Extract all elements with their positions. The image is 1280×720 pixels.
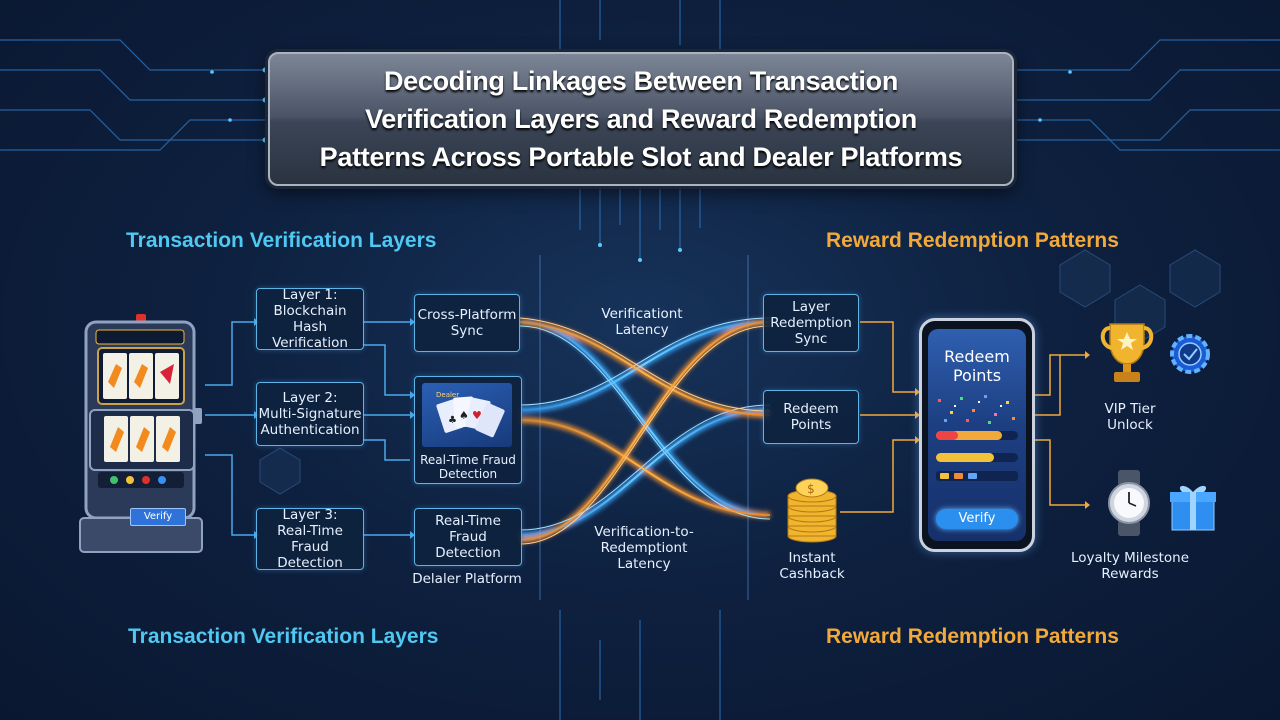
redemption-latency-line-2: Redemptiont bbox=[600, 540, 688, 556]
redeem-points-line-2: Points bbox=[790, 417, 832, 433]
dealer-card-panel: ♠ ♥ ♣ Dealer Real-Time Fraud Detection bbox=[414, 376, 522, 484]
vip-tier-line-2: Unlock bbox=[1107, 417, 1153, 433]
layer-3-label: Layer 3: bbox=[282, 507, 338, 523]
dealer-card-tag: Dealer bbox=[436, 391, 460, 399]
phone-title-line-1: Redeem bbox=[944, 347, 1010, 366]
layer-1-line-2: Blockchain Hash bbox=[273, 303, 347, 335]
slot-verify-button[interactable]: Verify bbox=[130, 508, 186, 526]
section-heading-redemption-top: Reward Redemption Patterns bbox=[826, 229, 1119, 252]
svg-text:♣: ♣ bbox=[448, 415, 457, 426]
fraud-detection-line-2: Fraud Detection bbox=[435, 529, 501, 561]
cross-platform-sync-box: Cross-Platform Sync bbox=[414, 294, 520, 352]
layer-3-line-2: Real-Time Fraud bbox=[277, 523, 343, 555]
vip-tier-label: VIP Tier Unlock bbox=[1082, 401, 1178, 433]
instant-cashback-label: Instant Cashback bbox=[760, 550, 864, 582]
verification-latency-line-1: Verificationt bbox=[601, 306, 683, 322]
layer-3-line-3: Detection bbox=[277, 555, 343, 571]
title-line-3: Patterns Across Portable Slot and Dealer… bbox=[319, 142, 963, 172]
cross-platform-sync-line-2: Sync bbox=[450, 323, 484, 339]
section-heading-redemption-bottom: Reward Redemption Patterns bbox=[826, 625, 1119, 648]
card-caption-line-2: Detection bbox=[438, 467, 498, 481]
verification-latency-label: Verificationt Latency bbox=[582, 306, 702, 338]
layer-1-line-3: Verification bbox=[272, 335, 348, 351]
layer-2-line-2: Multi-Signature bbox=[258, 406, 362, 422]
instant-cashback-line-2: Cashback bbox=[779, 566, 845, 582]
playing-cards-icon: ♠ ♥ ♣ Dealer bbox=[422, 383, 512, 447]
loyalty-milestone-line-1: Loyalty Milestone bbox=[1070, 550, 1190, 566]
redemption-latency-line-3: Latency bbox=[617, 556, 671, 572]
svg-text:♥: ♥ bbox=[472, 409, 482, 422]
card-caption-line-1: Real-Time Fraud bbox=[420, 453, 516, 467]
svg-text:♠: ♠ bbox=[459, 409, 469, 422]
redemption-sync-line-3: Sync bbox=[794, 331, 828, 347]
layer-1-label: Layer 1: bbox=[282, 287, 338, 303]
redeem-points-box: Redeem Points bbox=[763, 390, 859, 444]
instant-cashback-line-1: Instant bbox=[788, 550, 836, 566]
layer-1-box: Layer 1: Blockchain Hash Verification bbox=[256, 287, 364, 351]
progress-bars bbox=[936, 431, 1018, 481]
dealer-platform-label: Delaler Platform bbox=[412, 571, 522, 587]
fraud-detection-line-1: Real-Time bbox=[435, 513, 501, 529]
layer-2-line-3: Authentication bbox=[260, 422, 360, 438]
page-title: Decoding Linkages Between Transaction Ve… bbox=[281, 62, 1001, 176]
phone-notch bbox=[960, 323, 988, 327]
redemption-latency-line-1: Verification-to- bbox=[594, 524, 694, 540]
layer-2-box: Layer 2: Multi-Signature Authentication bbox=[256, 382, 364, 446]
title-line-2: Verification Layers and Reward Redemptio… bbox=[365, 104, 917, 134]
cross-platform-sync-line-1: Cross-Platform bbox=[417, 307, 517, 323]
redemption-sync-line-1: Layer bbox=[792, 299, 830, 315]
phone-verify-button[interactable]: Verify bbox=[936, 509, 1018, 529]
trophy-icon bbox=[1100, 323, 1154, 382]
coin-stack-icon: $ bbox=[787, 478, 837, 543]
loyalty-milestone-line-2: Rewards bbox=[1101, 566, 1159, 582]
watch-icon bbox=[1108, 470, 1150, 536]
title-line-1: Decoding Linkages Between Transaction bbox=[383, 66, 899, 96]
phone-mockup: Redeem Points Verify bbox=[919, 318, 1035, 552]
phone-title: Redeem Points bbox=[928, 347, 1026, 385]
phone-screen: Redeem Points Verify bbox=[928, 329, 1026, 541]
vip-tier-line-1: VIP Tier bbox=[1104, 401, 1156, 417]
fraud-detection-box: Real-Time Fraud Detection bbox=[414, 508, 522, 566]
loyalty-milestone-label: Loyalty Milestone Rewards bbox=[1064, 550, 1196, 582]
gift-box-icon bbox=[1170, 485, 1216, 531]
confetti-icon bbox=[938, 395, 1015, 424]
redemption-sync-line-2: Redemption bbox=[770, 315, 852, 331]
section-heading-verification-bottom: Transaction Verification Layers bbox=[128, 625, 439, 648]
layer-2-label: Layer 2: bbox=[282, 390, 338, 406]
layer-3-box: Layer 3: Real-Time Fraud Detection bbox=[256, 507, 364, 571]
svg-text:$: $ bbox=[807, 482, 815, 496]
section-heading-verification-top: Transaction Verification Layers bbox=[126, 229, 437, 252]
redeem-points-line-1: Redeem bbox=[783, 401, 839, 417]
title-banner: Decoding Linkages Between Transaction Ve… bbox=[268, 52, 1014, 186]
layer-redemption-sync-box: Layer Redemption Sync bbox=[763, 294, 859, 352]
verification-to-redemption-latency-label: Verification-to- Redemptiont Latency bbox=[574, 524, 714, 572]
gear-badge-icon bbox=[1170, 334, 1210, 374]
verification-latency-line-2: Latency bbox=[615, 322, 669, 338]
phone-title-line-2: Points bbox=[952, 366, 1002, 385]
